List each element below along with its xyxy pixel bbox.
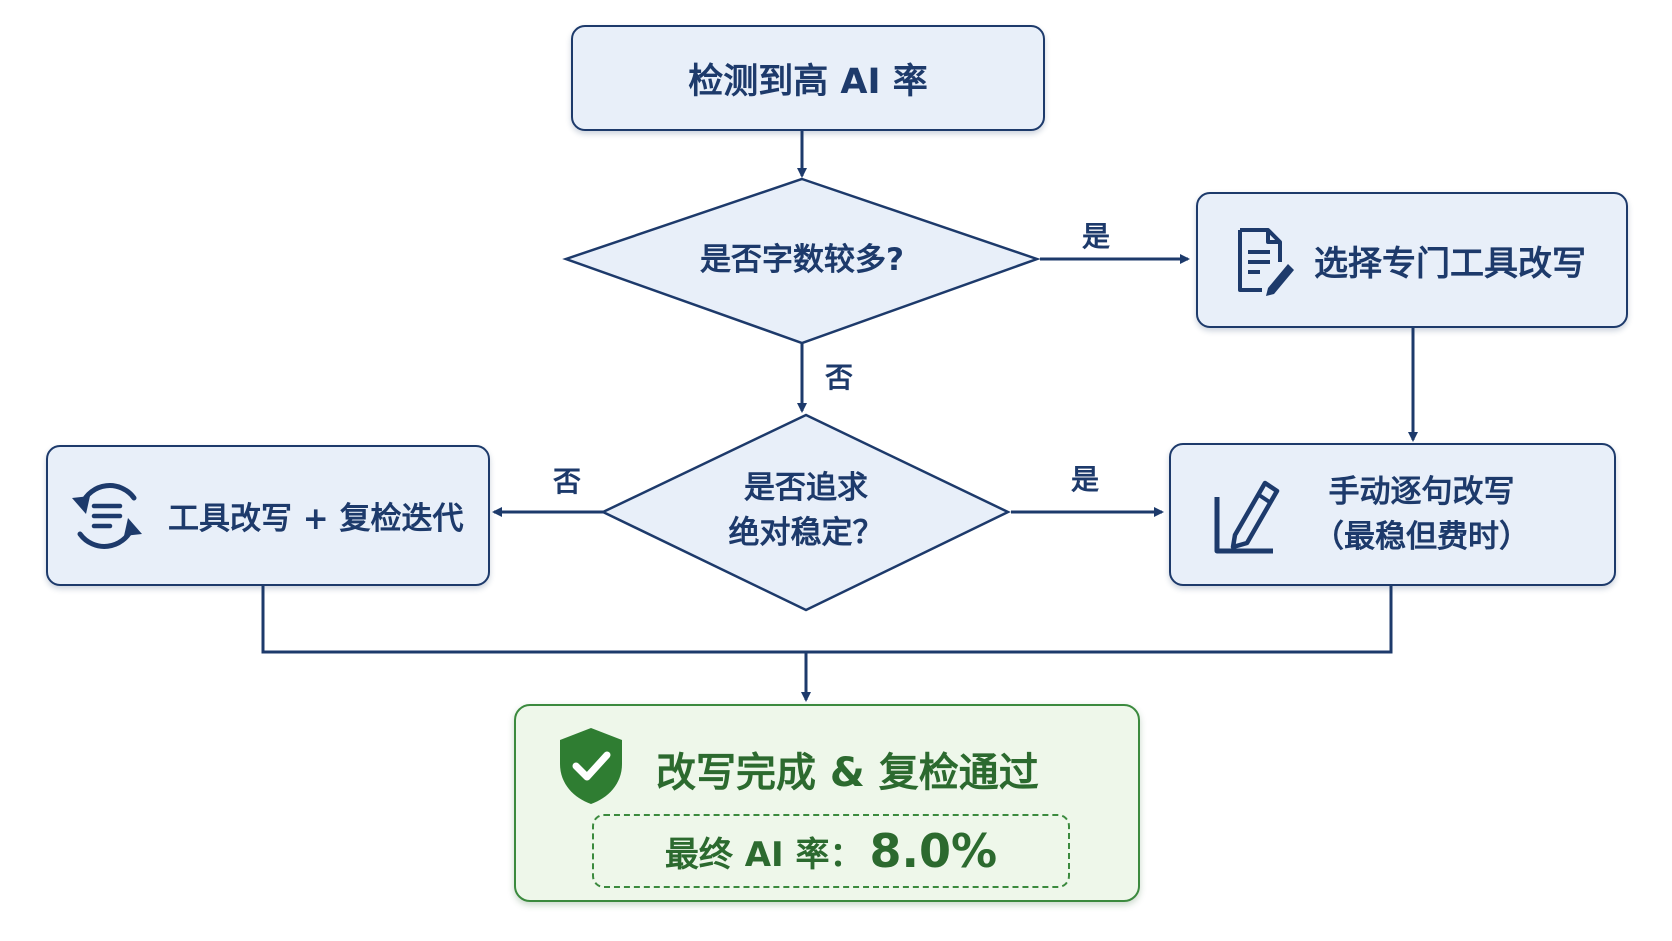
edge-label-d2-yes: 是 xyxy=(1071,463,1100,496)
start-node: 检测到高 AI 率 xyxy=(571,25,1045,131)
tool-select-label: 选择专门工具改写 xyxy=(1314,243,1586,284)
manual-line2: （最稳但费时） xyxy=(1313,518,1530,555)
decision-1-label: 是否字数较多? xyxy=(700,242,904,278)
decision-2-label: 是否追求 绝对稳定？ xyxy=(666,466,946,556)
document-edit-icon xyxy=(1238,228,1294,296)
edge-label-d1-yes: 是 xyxy=(1082,220,1111,253)
refresh-list-icon xyxy=(72,482,142,549)
edge-label-d1-no: 否 xyxy=(825,361,854,394)
result-node: 改写完成 & 复检通过 最终 AI 率： 8.0% xyxy=(514,704,1140,902)
final-rate-value: 8.0% xyxy=(869,824,998,878)
pencil-edit-icon xyxy=(1214,480,1280,553)
final-rate-panel: 最终 AI 率： 8.0% xyxy=(592,814,1070,888)
final-rate-label: 最终 AI 率： xyxy=(664,834,864,875)
tool-iterate-node: 工具改写 + 复检迭代 xyxy=(46,445,490,586)
manual-text: 手动逐句改写 （最稳但费时） xyxy=(1313,470,1530,560)
result-title: 改写完成 & 复检通过 xyxy=(656,750,1039,796)
edge-label-d2-no: 否 xyxy=(553,465,582,498)
manual-line1: 手动逐句改写 xyxy=(1328,473,1515,510)
decision-2-line1: 是否追求 xyxy=(744,470,868,506)
decision-1-shape xyxy=(562,177,1041,345)
decision-2-line2: 绝对稳定？ xyxy=(728,514,884,551)
edge-merge-line xyxy=(261,586,1393,654)
decision-2-shape xyxy=(600,413,1011,612)
shield-check-icon xyxy=(560,728,622,804)
manual-node: 手动逐句改写 （最稳但费时） xyxy=(1169,443,1616,586)
tool-iterate-label: 工具改写 + 复检迭代 xyxy=(168,501,464,537)
tool-select-node: 选择专门工具改写 xyxy=(1196,192,1628,328)
start-label: 检测到高 AI 率 xyxy=(688,61,928,102)
